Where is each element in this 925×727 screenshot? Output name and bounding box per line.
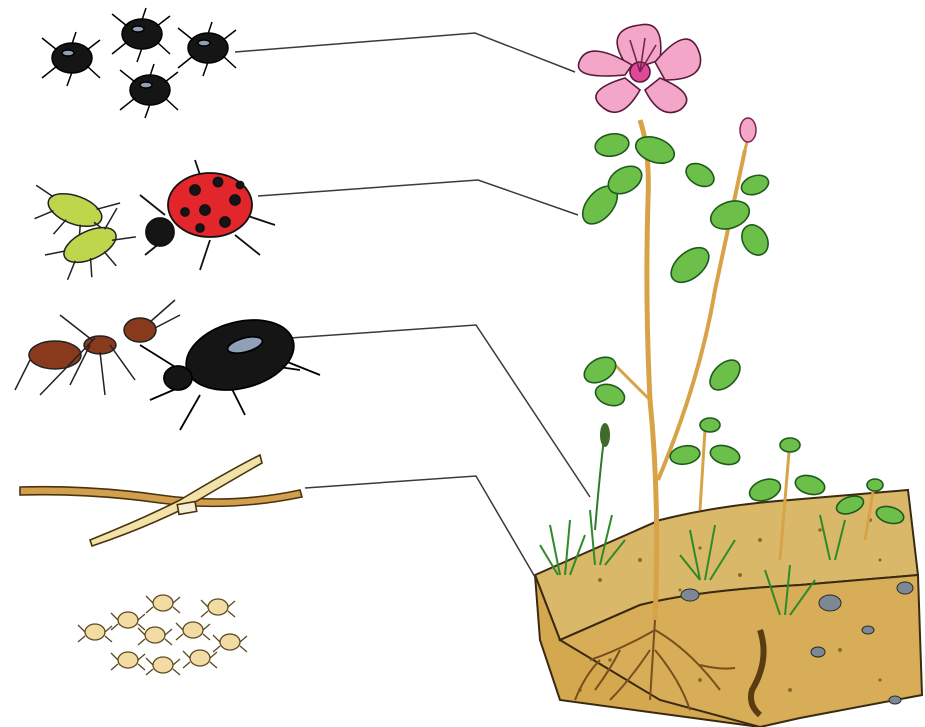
food-web-diagram (0, 0, 925, 727)
